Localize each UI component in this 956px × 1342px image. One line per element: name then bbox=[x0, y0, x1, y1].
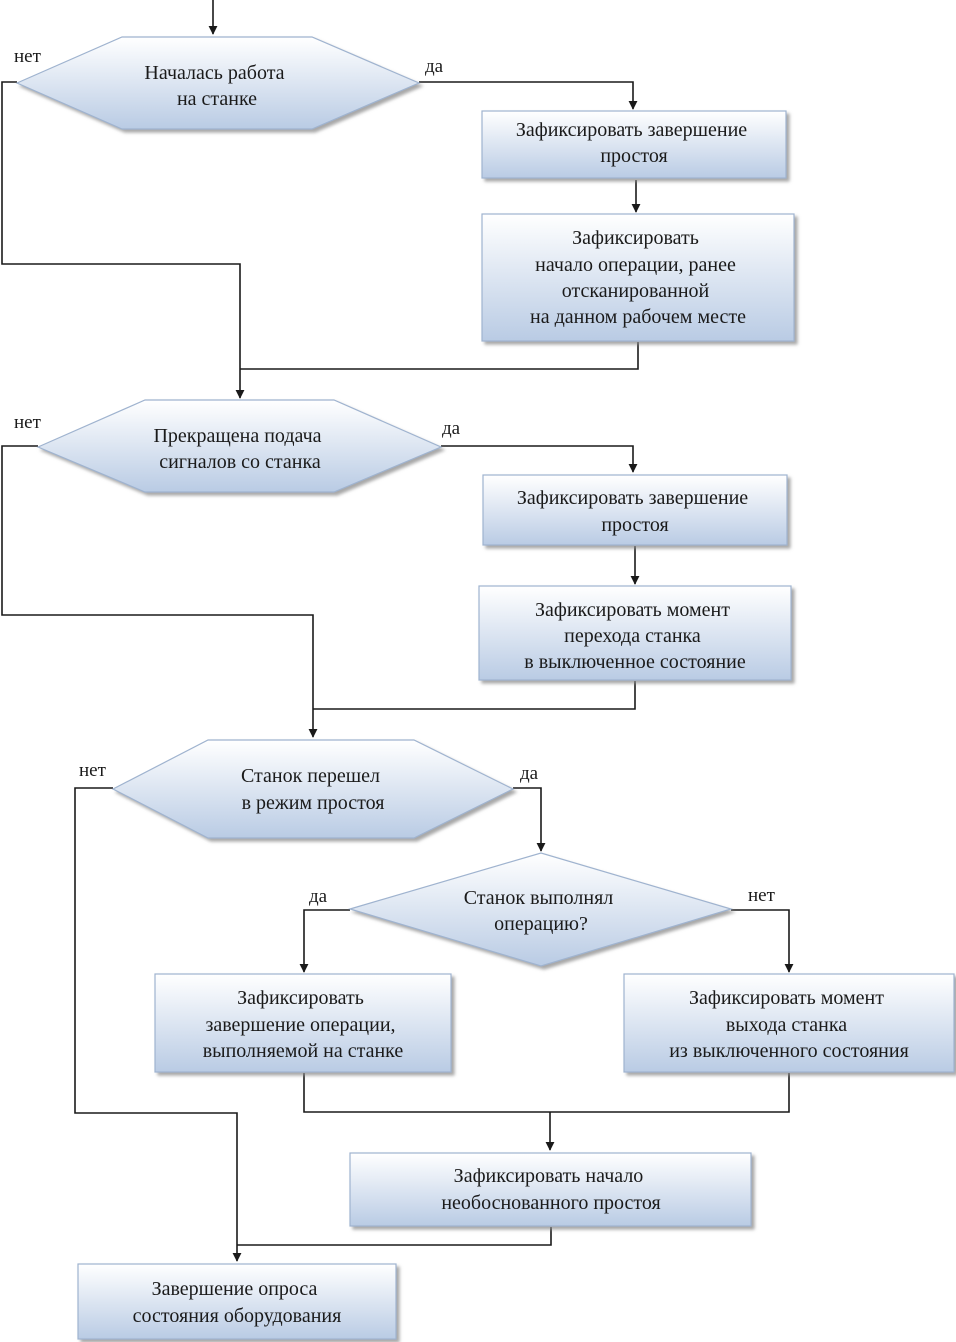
process-fix-idle-end-2-text: Зафиксировать завершение простоя bbox=[517, 487, 753, 536]
process-fix-off-moment-line-3: в выключенное состояние bbox=[524, 651, 746, 673]
process-fix-unjustified-idle bbox=[349, 1152, 752, 1227]
decision-signals-stopped-line-1: Прекращена подача bbox=[153, 425, 321, 447]
terminal-end-polling bbox=[77, 1263, 397, 1340]
decision-signals-stopped bbox=[36, 399, 443, 493]
process-fix-operation-end-line-1: Зафиксировать bbox=[237, 987, 364, 1009]
process-fix-operation-start-line-4: на данном рабочем месте bbox=[530, 306, 746, 328]
decision-work-started-text: Началась работа на станке bbox=[144, 62, 289, 110]
process-fix-unjustified-idle-text: Зафиксировать начало необоснованного про… bbox=[441, 1165, 660, 1214]
edge-d2-yes bbox=[441, 445, 638, 473]
process-fix-operation-start-text: Зафиксировать начало операции, ранее отс… bbox=[530, 227, 746, 328]
label-no-d1: нет bbox=[14, 46, 42, 67]
connectors bbox=[1, 0, 794, 1262]
edge-d4-yes bbox=[299, 909, 350, 973]
process-fix-operation-start-line-2: начало операции, ранее bbox=[535, 254, 736, 276]
decision-was-operating-line-1: Станок выполнял bbox=[464, 887, 614, 909]
edge-d1-no bbox=[1, 81, 245, 399]
label-yes-d2: да bbox=[442, 418, 461, 439]
label-yes-d1: да bbox=[425, 56, 444, 77]
process-fix-idle-end-1 bbox=[481, 110, 787, 179]
label-no-d2: нет bbox=[14, 412, 42, 433]
node-texts: Началась работа на станке Зафиксировать … bbox=[133, 62, 909, 1327]
decision-was-operating-text: Станок выполнял операцию? bbox=[464, 887, 619, 935]
label-yes-d3: да bbox=[520, 763, 539, 784]
process-fix-operation-start bbox=[481, 213, 795, 342]
terminal-end-polling-line-2: состояния оборудования bbox=[133, 1305, 342, 1327]
decision-work-started bbox=[15, 36, 421, 130]
process-fix-off-moment-line-1: Зафиксировать момент bbox=[535, 599, 730, 621]
process-fix-idle-end-2-line-2: простоя bbox=[601, 514, 668, 536]
edge-opstart-merge bbox=[240, 342, 639, 370]
process-fix-idle-end-2 bbox=[482, 474, 788, 546]
process-fix-unjustified-idle-line-1: Зафиксировать начало bbox=[454, 1165, 644, 1187]
decision-was-operating-line-2: операцию? bbox=[494, 913, 588, 935]
process-fix-off-moment-text: Зафиксировать момент перехода станка в в… bbox=[524, 599, 746, 673]
process-fix-off-exit bbox=[623, 973, 955, 1073]
process-fix-unjustified-idle-line-2: необоснованного простоя bbox=[441, 1192, 660, 1214]
process-fix-operation-start-line-1: Зафиксировать bbox=[572, 227, 699, 249]
decision-idle-mode-line-2: в режим простоя bbox=[242, 792, 385, 814]
label-yes-d4: да bbox=[309, 886, 328, 907]
terminal-end-polling-text: Завершение опроса состояния оборудования bbox=[133, 1278, 342, 1327]
edge-d3-no bbox=[74, 787, 242, 1262]
process-fix-idle-end-1-text: Зафиксировать завершение простоя bbox=[516, 119, 752, 167]
label-no-d4: нет bbox=[748, 885, 776, 906]
edge-offmoment-merge bbox=[313, 681, 636, 710]
process-fix-off-moment bbox=[478, 585, 792, 681]
terminal-end-polling-line-1: Завершение опроса bbox=[152, 1278, 318, 1300]
process-fix-operation-end-line-2: завершение операции, bbox=[205, 1014, 395, 1036]
decision-work-started-line-1: Началась работа bbox=[144, 62, 284, 84]
process-fix-idle-end-1-line-1: Зафиксировать завершение bbox=[516, 119, 747, 141]
edge-unjustified-to-end bbox=[237, 1227, 552, 1246]
edge-d2-no bbox=[1, 445, 318, 738]
edge-opend-merge bbox=[303, 1073, 790, 1113]
decision-signals-stopped-text: Прекращена подача сигналов со станка bbox=[153, 425, 326, 473]
process-fix-operation-end bbox=[154, 973, 452, 1073]
decision-idle-mode-text: Станок перешел в режим простоя bbox=[241, 765, 385, 814]
process-fix-idle-end-2-line-1: Зафиксировать завершение bbox=[517, 487, 748, 509]
edge-d1-yes bbox=[419, 81, 638, 110]
edge-labels: нет да нет да нет да да нет bbox=[14, 46, 776, 907]
edge-d3-yes bbox=[513, 787, 546, 852]
decision-was-operating bbox=[347, 852, 734, 967]
edge-d4-no bbox=[731, 909, 794, 973]
process-fix-operation-end-line-3: выполняемой на станке bbox=[203, 1040, 404, 1062]
label-no-d3: нет bbox=[79, 760, 107, 781]
process-fix-off-exit-line-3: из выключенного состояния bbox=[669, 1040, 909, 1062]
decision-work-started-line-2: на станке bbox=[177, 88, 257, 110]
process-fix-off-exit-text: Зафиксировать момент выхода станка из вы… bbox=[669, 987, 909, 1062]
decision-idle-mode-line-1: Станок перешел bbox=[241, 765, 380, 787]
process-fix-operation-start-line-3: отсканированной bbox=[562, 280, 710, 302]
shapes bbox=[15, 36, 955, 1340]
process-fix-off-moment-line-2: перехода станка bbox=[564, 625, 701, 647]
process-fix-idle-end-1-line-2: простоя bbox=[600, 145, 667, 167]
decision-idle-mode bbox=[111, 739, 515, 839]
process-fix-operation-end-text: Зафиксировать завершение операции, выпол… bbox=[203, 987, 404, 1062]
decision-signals-stopped-line-2: сигналов со станка bbox=[159, 451, 321, 473]
process-fix-off-exit-line-1: Зафиксировать момент bbox=[689, 987, 884, 1009]
process-fix-off-exit-line-2: выхода станка bbox=[726, 1014, 847, 1036]
